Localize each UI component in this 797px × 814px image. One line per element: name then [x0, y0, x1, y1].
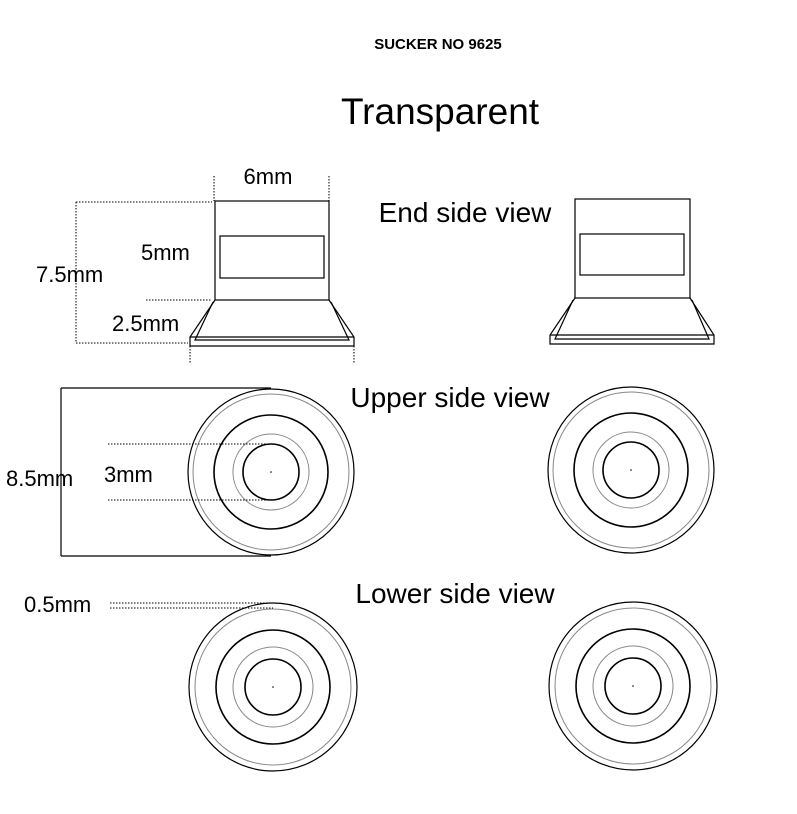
- end-view-right-flange: [549, 297, 715, 345]
- upper-right-center-point: [630, 469, 632, 471]
- lower-view-left: [188, 602, 358, 772]
- material-subtitle: Transparent: [341, 91, 540, 132]
- upper-left-center-point: [270, 471, 272, 473]
- end-view-left-body: [214, 200, 330, 301]
- drawing-title: SUCKER NO 9625: [374, 36, 502, 53]
- lower-view-dimensions: [110, 602, 273, 609]
- outer-diameter-label: 8.5mm: [6, 466, 73, 491]
- upper-right-hole-circle: [602, 441, 660, 499]
- inner-diameter-label: 3mm: [104, 462, 153, 487]
- lower-left-inner-ring: [232, 646, 314, 728]
- lower-right-outer-circle: [548, 601, 718, 771]
- upper-right-inner-ring: [592, 431, 670, 509]
- end-view-right-inner-cavity: [579, 233, 685, 276]
- upper-right-outer-circle: [547, 386, 715, 554]
- rim-thickness-label: 0.5mm: [24, 592, 91, 617]
- end-view-left-inner-cavity: [219, 235, 325, 279]
- upper-right-outer-rim: [552, 391, 710, 549]
- lower-left-hole-circle: [244, 658, 302, 716]
- lower-right-inner-ring: [592, 645, 674, 727]
- total-height-label: 7.5mm: [36, 262, 103, 287]
- end-view-left-flange: [189, 299, 355, 347]
- lower-left-center-point: [272, 686, 274, 688]
- upper-view-left: [187, 388, 355, 556]
- end-view-left-flange-inner: [194, 301, 350, 341]
- upper-view-right: [547, 386, 715, 554]
- end-view-left: [189, 200, 355, 347]
- end-view-right: [549, 198, 715, 345]
- lower-right-center-point: [632, 685, 634, 687]
- upper-view-dimensions: [60, 387, 271, 557]
- width-top-label: 6mm: [244, 164, 293, 189]
- lower-side-view-label: Lower side view: [355, 578, 555, 609]
- end-view-right-body: [574, 198, 691, 299]
- lower-left-body-circle: [215, 629, 331, 745]
- lower-right-body-circle: [575, 628, 691, 744]
- upper-left-body-circle: [213, 414, 329, 530]
- end-view-dimensions: [75, 176, 355, 364]
- inner-height-label: 5mm: [141, 240, 190, 265]
- upper-left-inner-ring: [232, 433, 310, 511]
- lower-right-hole-circle: [604, 657, 662, 715]
- lower-right-outer-rim: [554, 607, 712, 765]
- flange-height-label: 2.5mm: [112, 311, 179, 336]
- upper-side-view-label: Upper side view: [350, 382, 550, 413]
- lower-left-outer-rim: [194, 608, 352, 766]
- end-view-right-flange-inner: [554, 299, 710, 340]
- upper-left-outer-circle: [187, 388, 355, 556]
- lower-view-right: [548, 601, 718, 771]
- upper-right-body-circle: [573, 412, 689, 528]
- upper-left-outer-rim: [192, 393, 350, 551]
- end-side-view-label: End side view: [379, 197, 553, 228]
